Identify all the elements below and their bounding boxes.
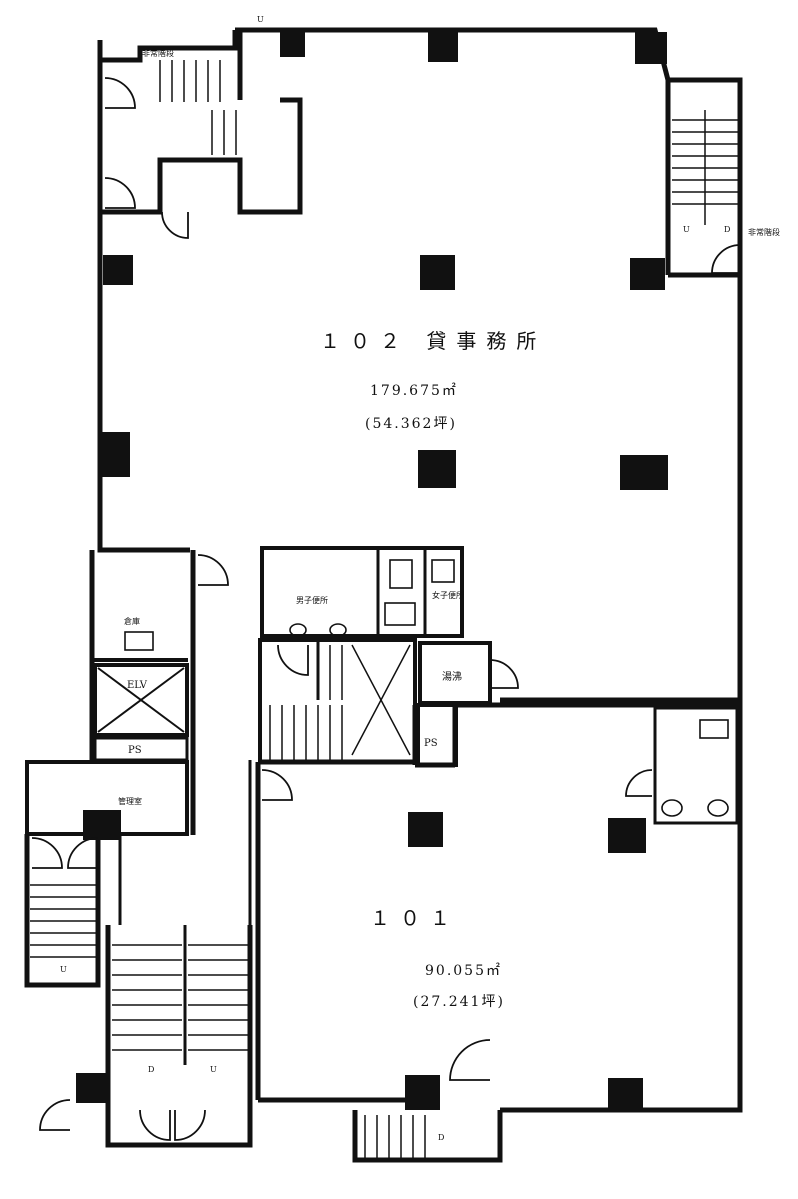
stair-right xyxy=(672,110,738,225)
label-ps-center: PS xyxy=(424,738,438,749)
stair-mark-up: U xyxy=(60,965,67,974)
unit-102-tsubo: (54.362坪) xyxy=(365,416,457,432)
stair-core xyxy=(269,644,411,760)
walls xyxy=(24,27,743,1163)
label-mens-toilet: 男子便所 xyxy=(296,595,328,605)
unit-101-tsubo: (27.241坪) xyxy=(413,994,505,1010)
label-emergency-stair-right: 非常階段 xyxy=(748,227,780,237)
unit-101-name: １０１ xyxy=(370,906,460,930)
stair-bottom-left xyxy=(30,884,96,958)
unit-102-area: 179.675㎡ xyxy=(370,383,458,399)
label-elevator: ELV xyxy=(127,680,148,691)
stair-101-entrance xyxy=(364,1115,426,1158)
stair-treads xyxy=(30,60,738,1158)
columns xyxy=(76,32,668,1110)
door-swings xyxy=(31,77,741,1141)
label-ps-left: PS xyxy=(128,745,142,756)
stair-mark-up: U xyxy=(210,1065,217,1074)
unit-101-area: 90.055㎡ xyxy=(425,963,502,979)
stair-entrance xyxy=(112,944,248,1051)
stair-mark-down: D xyxy=(438,1133,444,1142)
label-emergency-stair-top: 非常階段 xyxy=(142,48,174,58)
label-storage: 倉庫 xyxy=(124,616,140,626)
label-hot-water: 湯沸 xyxy=(442,670,462,683)
unit-102-name: １０２ 貸事務所 xyxy=(320,329,546,353)
fixtures xyxy=(124,559,729,817)
stair-mark-up: U xyxy=(683,225,690,234)
labels: １０２ 貸事務所 179.675㎡ (54.362坪) １０１ 90.055㎡ … xyxy=(60,15,780,1142)
elevator-shaft xyxy=(97,667,185,733)
stair-mark-up: U xyxy=(257,15,264,24)
stair-mark-down: D xyxy=(148,1065,154,1074)
stair-top-left xyxy=(159,60,237,155)
label-management-room: 管理室 xyxy=(118,796,142,806)
label-womens-toilet: 女子便所 xyxy=(432,590,464,600)
stair-mark-down: D xyxy=(724,225,730,234)
